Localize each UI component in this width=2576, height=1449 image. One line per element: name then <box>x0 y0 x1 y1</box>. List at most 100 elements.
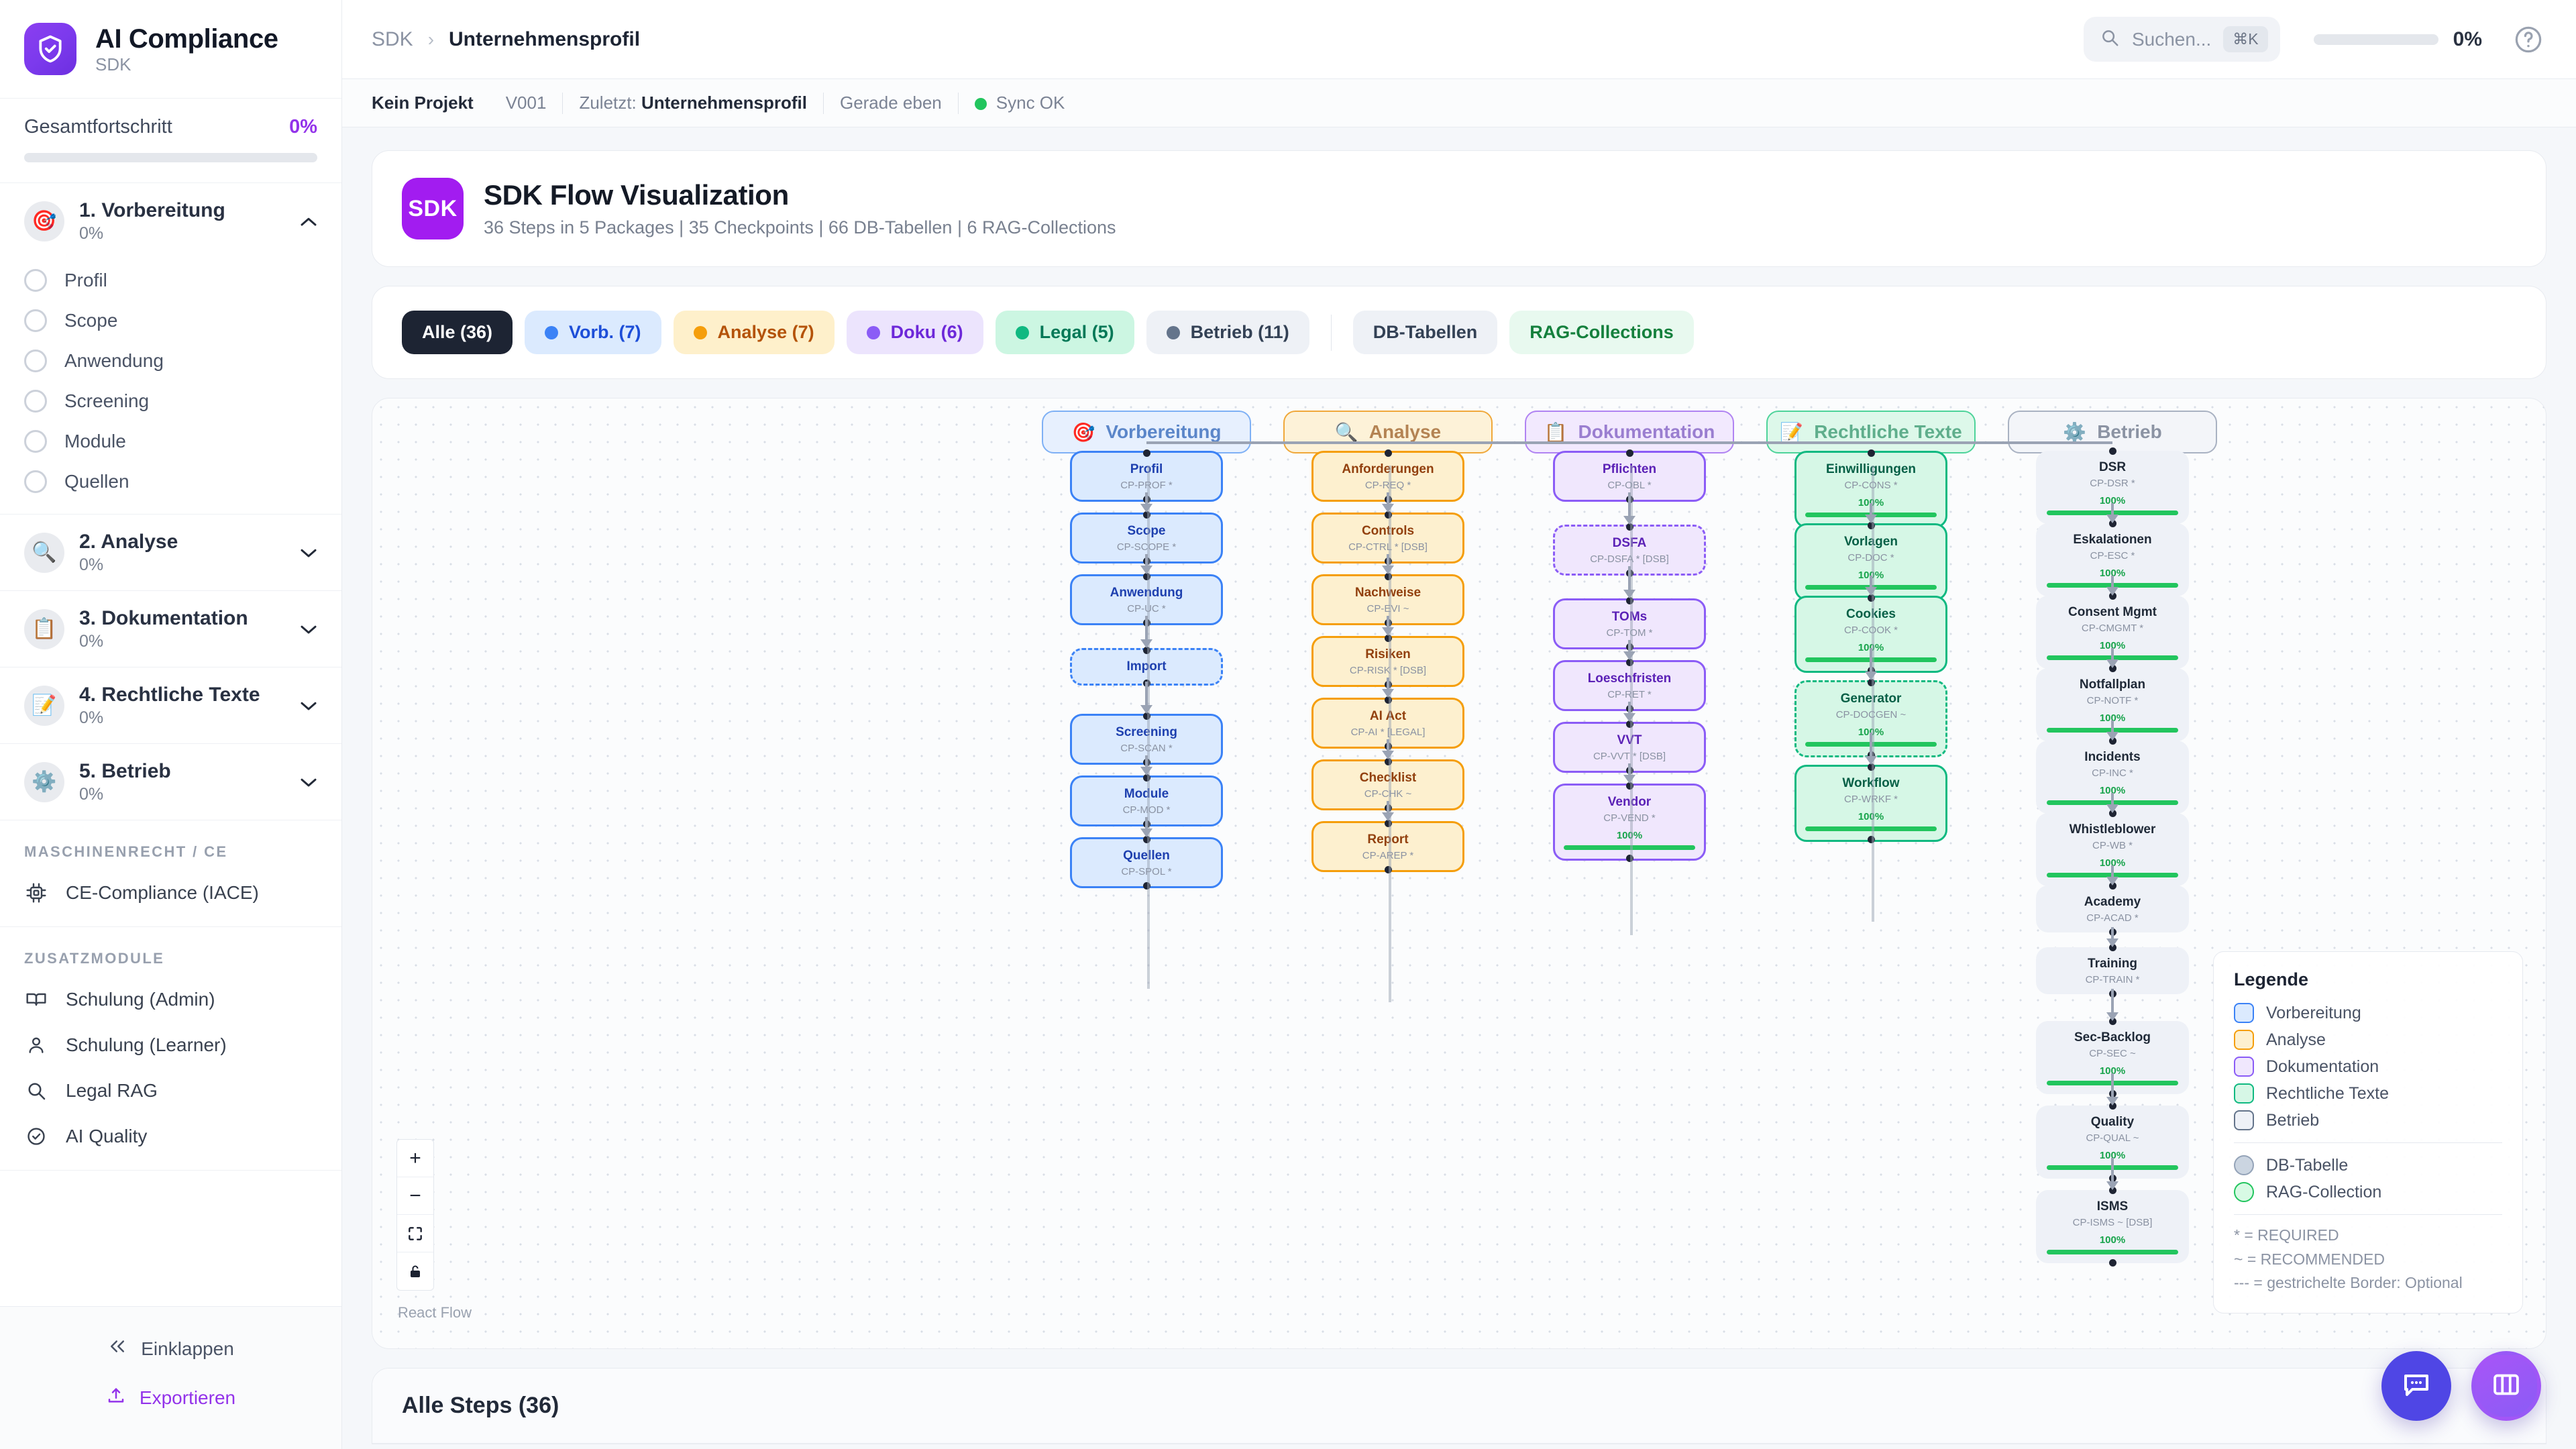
node-handle-top <box>1384 819 1392 827</box>
node-title: Cookies <box>1846 607 1896 621</box>
step-status-radio[interactable] <box>24 350 47 372</box>
help-circle-icon[interactable] <box>2513 24 2544 55</box>
zoom-out-button[interactable]: − <box>397 1177 433 1215</box>
lock-icon[interactable] <box>397 1252 433 1290</box>
chipbar-divider <box>1330 314 1332 351</box>
search-icon <box>24 1079 48 1103</box>
chevron-down-icon[interactable] <box>299 547 319 559</box>
chip-label: RAG-Collections <box>1529 322 1674 342</box>
search-input[interactable]: Suchen... ⌘K <box>2083 17 2280 62</box>
sidebar-item-schulung-admin[interactable]: Schulung (Admin) <box>0 977 341 1022</box>
flow-group-header-dokumentation: 📋Dokumentation <box>1525 411 1734 453</box>
node-handle-top <box>2108 809 2116 817</box>
sidebar-step-module[interactable]: Module <box>0 421 341 462</box>
filter-chip-5[interactable]: Betrieb (11) <box>1146 311 1309 354</box>
brand-subtitle: SDK <box>95 54 131 74</box>
filter-chip-extra-1[interactable]: RAG-Collections <box>1509 311 1694 354</box>
sidebar: AI Compliance SDK Gesamtfortschritt 0% 🎯… <box>0 0 342 1449</box>
node-code: CP-WB * <box>2092 839 2133 851</box>
step-status-radio[interactable] <box>24 390 47 413</box>
sidebar-step-scope[interactable]: Scope <box>0 301 341 341</box>
node-title: Screening <box>1116 725 1177 739</box>
node-code: CP-INC * <box>2092 767 2133 779</box>
sidebar-item-schulung-learner[interactable]: Schulung (Learner) <box>0 1022 341 1068</box>
chevron-down-icon[interactable] <box>299 776 319 788</box>
sidebar-item-ai-quality[interactable]: AI Quality <box>0 1114 341 1159</box>
filter-chip-2[interactable]: Analyse (7) <box>673 311 835 354</box>
node-handle-top <box>1384 572 1392 580</box>
sidebar-step-quellen[interactable]: Quellen <box>0 462 341 502</box>
panels-fab[interactable] <box>2471 1351 2541 1421</box>
brand-header[interactable]: AI Compliance SDK <box>0 0 341 99</box>
flow-canvas[interactable]: 🎯Vorbereitung🔍Analyse📋Dokumentation📝Rech… <box>372 398 2546 1349</box>
sidebar-footer: Einklappen Exportieren <box>0 1306 341 1449</box>
sidebar-step-anwendung[interactable]: Anwendung <box>0 341 341 381</box>
node-code: CP-TRAIN * <box>2085 973 2140 985</box>
chat-bubble-icon <box>2400 1368 2432 1404</box>
filter-chip-4[interactable]: Legal (5) <box>995 311 1134 354</box>
legend-divider <box>2234 1142 2502 1144</box>
zoom-in-button[interactable]: + <box>397 1140 433 1177</box>
step-status-radio[interactable] <box>24 470 47 493</box>
chat-fab[interactable] <box>2381 1351 2451 1421</box>
step-status-radio[interactable] <box>24 430 47 453</box>
filter-chip-extra-0[interactable]: DB-Tabellen <box>1352 311 1498 354</box>
node-code: CP-REQ * <box>1364 479 1411 491</box>
sidebar-step-profil[interactable]: Profil <box>0 260 341 301</box>
step-status-radio[interactable] <box>24 309 47 332</box>
chevron-down-icon[interactable] <box>299 700 319 712</box>
flow-edge <box>2111 865 2114 880</box>
node-code: CP-QUAL ~ <box>2086 1132 2139 1144</box>
sidebar-item-ce-compliance[interactable]: CE-Compliance (IACE) <box>0 870 341 916</box>
sidebar-step-screening[interactable]: Screening <box>0 381 341 421</box>
chevron-down-icon[interactable] <box>299 623 319 635</box>
steps-section: Alle Steps (36) <box>372 1368 2546 1444</box>
node-handle-top <box>2108 592 2116 600</box>
node-title: Profil <box>1130 462 1163 476</box>
filter-chip-0[interactable]: Alle (36) <box>402 311 513 354</box>
chevron-up-icon[interactable] <box>299 215 319 227</box>
chip-label: Betrieb (11) <box>1190 322 1289 342</box>
floating-action-buttons <box>2381 1351 2541 1421</box>
sidebar-item-legal-rag[interactable]: Legal RAG <box>0 1068 341 1114</box>
legend-swatch <box>2234 1155 2254 1176</box>
flow-node-import[interactable]: Import <box>1070 646 1223 688</box>
breadcrumb-root[interactable]: SDK <box>372 28 413 50</box>
filter-chip-1[interactable]: Vorb. (7) <box>525 311 661 354</box>
node-progress-bar <box>2047 1249 2178 1254</box>
fit-view-icon[interactable] <box>397 1215 433 1252</box>
node-handle-bottom <box>1384 866 1392 874</box>
node-code: CP-OBL * <box>1607 479 1652 491</box>
extra-section-title: ZUSATZMODULE <box>24 950 165 967</box>
export-button[interactable]: Exportieren <box>0 1373 341 1422</box>
flow-group-header-betrieb: ⚙️Betrieb <box>2008 411 2217 453</box>
collapse-sidebar-button[interactable]: Einklappen <box>0 1324 341 1373</box>
meta-divider <box>822 92 824 114</box>
node-progress-value: 100% <box>2099 567 2126 579</box>
node-progress-value: 100% <box>2099 1234 2126 1246</box>
node-handle-top <box>1142 712 1150 720</box>
step-status-radio[interactable] <box>24 269 47 292</box>
sidebar-item-label: CE-Compliance (IACE) <box>66 882 259 903</box>
node-code: CP-DSFA * [DSB] <box>1590 553 1669 565</box>
chip-label: Vorb. (7) <box>569 322 641 342</box>
node-progress-value: 100% <box>2099 1065 2126 1077</box>
filter-chip-3[interactable]: Doku (6) <box>846 311 983 354</box>
node-handle-top <box>1625 449 1633 457</box>
